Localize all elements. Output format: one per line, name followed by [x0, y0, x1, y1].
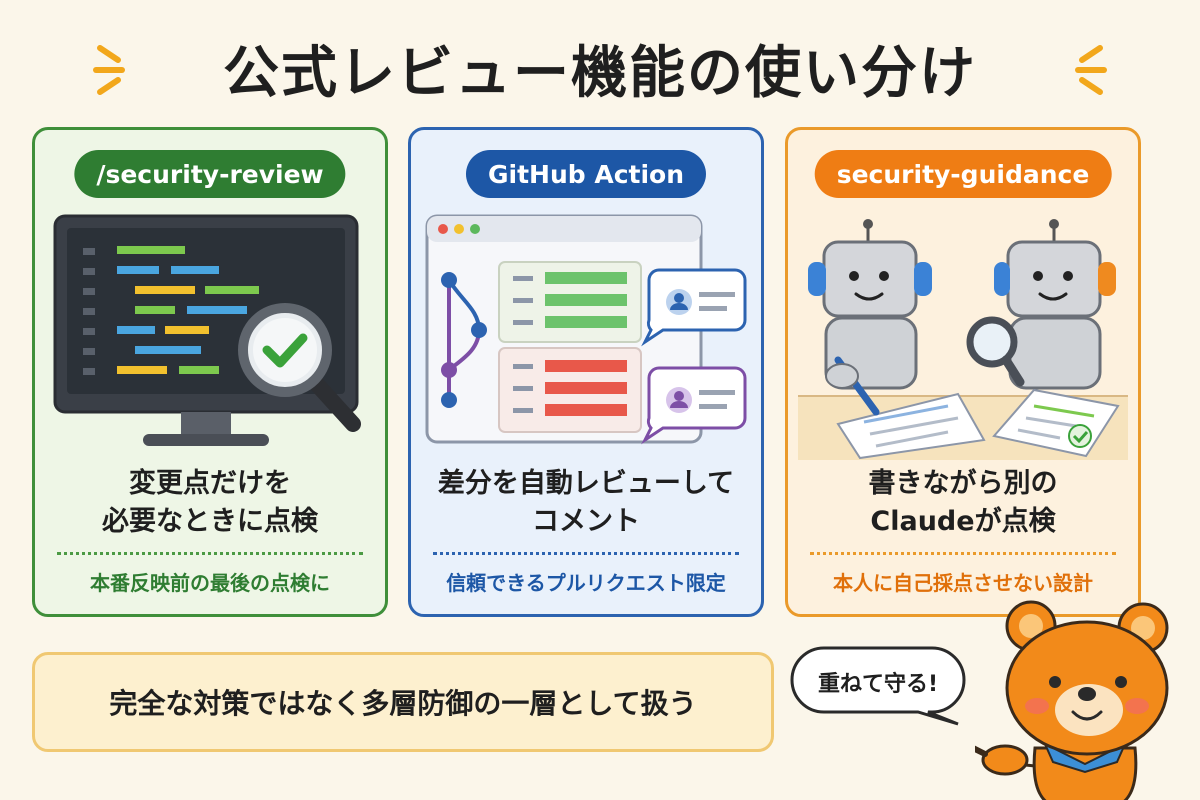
bottom-message-box: 完全な対策ではなく多層防御の一層として扱う — [32, 652, 774, 752]
card-label-security-guidance: security-guidance — [814, 150, 1112, 198]
card-security-guidance: security-guidance — [785, 127, 1141, 617]
bottom-message: 完全な対策ではなく多層防御の一層として扱う — [109, 687, 697, 720]
description-line: 書きながら別の — [868, 468, 1058, 499]
two-robots-reviewing-icon — [798, 210, 1128, 460]
description-line: 変更点だけを — [129, 468, 291, 499]
card-note-github-action: 信頼できるプルリクエスト限定 — [446, 571, 726, 595]
bear-mascot-icon — [970, 598, 1190, 800]
card-description-github-action: 差分を自動レビューして コメント — [411, 465, 761, 541]
speech-bubble: 重ねて守る! — [788, 644, 968, 726]
sparkle-right-icon — [1058, 38, 1108, 98]
description-line: Claudeが点検 — [870, 505, 1056, 537]
description-line: 差分を自動レビューして — [437, 468, 735, 499]
monitor-with-magnifier-check-icon — [45, 210, 375, 460]
browser-diff-with-comments-icon — [421, 210, 751, 460]
card-label-security-review: /security-review — [74, 150, 346, 198]
card-label-github-action: GitHub Action — [465, 150, 707, 198]
description-line: 必要なときに点検 — [102, 505, 318, 537]
speech-bubble-text: 重ねて守る! — [817, 672, 939, 697]
dotted-divider — [57, 552, 363, 555]
dotted-divider — [433, 552, 739, 555]
card-description-security-review: 変更点だけを 必要なときに点検 — [35, 465, 385, 541]
sparkle-left-icon — [92, 38, 142, 98]
card-note-security-guidance: 本人に自己採点させない設計 — [833, 571, 1093, 595]
card-note-security-review: 本番反映前の最後の点検に — [90, 571, 330, 595]
card-github-action: GitHub Action — [408, 127, 764, 617]
dotted-divider — [810, 552, 1116, 555]
card-security-review: /security-review — [32, 127, 388, 617]
description-line: コメント — [532, 505, 640, 537]
card-description-security-guidance: 書きながら別の Claudeが点検 — [788, 465, 1138, 541]
page-title: 公式レビュー機能の使い分け — [223, 41, 977, 106]
